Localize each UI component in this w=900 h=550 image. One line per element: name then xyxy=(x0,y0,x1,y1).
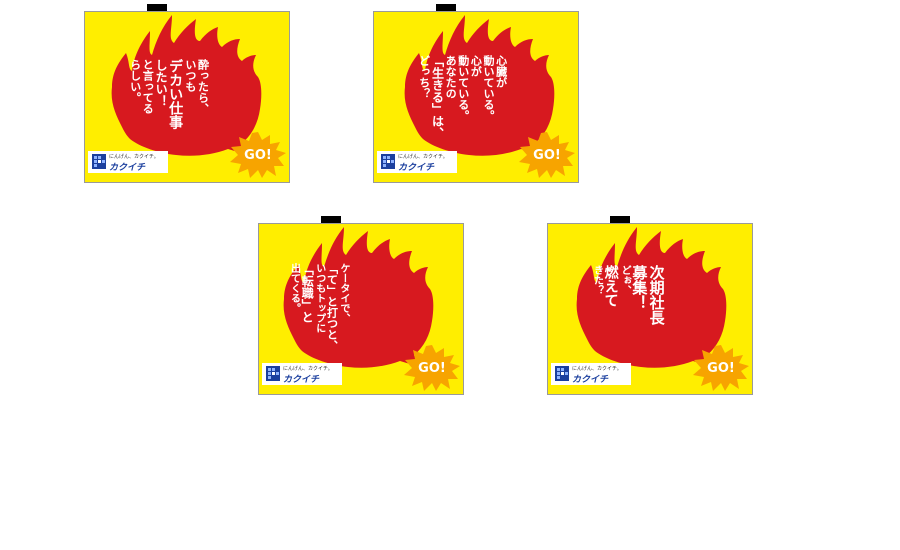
copy-line: 酔ったら、 xyxy=(196,59,210,114)
go-label: GO! xyxy=(244,147,272,163)
hanger-clip xyxy=(610,216,630,224)
copy-line: 次期社長 xyxy=(647,265,666,325)
poster-copy: 酔ったら、 いつも デカい仕事 したい！ と言ってる らしい。 xyxy=(128,59,210,171)
poster-card-1: 酔ったら、 いつも デカい仕事 したい！ と言ってる らしい。 GO! にんげん… xyxy=(84,4,290,183)
go-burst: GO! xyxy=(404,345,460,391)
copy-line: あなたの xyxy=(444,55,458,99)
copy-line: 動いている。 xyxy=(456,55,470,121)
logo-brand: カクイチ xyxy=(572,375,609,385)
company-logo: にんげん、カクイチ。 カクイチ xyxy=(551,363,631,385)
copy-line: 出てくる。 xyxy=(288,263,300,313)
go-label: GO! xyxy=(418,360,446,376)
logo-brand: カクイチ xyxy=(398,163,435,173)
logo-mark-icon xyxy=(266,366,280,381)
copy-line: 募集！ xyxy=(630,265,649,310)
poster-card-3: ケータイで、 「て」と打つと、 いつもトップに 「転職」と 出てくる。 GO! … xyxy=(258,216,464,395)
copy-line: いつも xyxy=(183,59,197,92)
company-logo: にんげん、カクイチ。 カクイチ xyxy=(88,151,168,173)
copy-line: デカい仕事 xyxy=(167,59,184,129)
copy-line: きた？ xyxy=(591,265,603,295)
poster-copy: 次期社長 募集！ どぉ、 燃えて きた？ xyxy=(591,265,666,375)
go-burst: GO! xyxy=(519,132,575,178)
copy-line: 心が xyxy=(469,55,483,77)
copy-line: 動いている。 xyxy=(482,55,495,121)
logo-mark-icon xyxy=(555,366,569,381)
copy-line: 「生きる」は、 xyxy=(430,55,445,139)
company-logo: にんげん、カクイチ。 カクイチ xyxy=(377,151,457,173)
copy-line: 心臓が xyxy=(494,55,508,88)
logo-tagline: にんげん、カクイチ。 xyxy=(398,154,448,160)
go-burst: GO! xyxy=(230,132,286,178)
copy-line: したい！ xyxy=(154,59,169,107)
copy-line: ケータイで、 xyxy=(337,263,349,323)
copy-line: 「て」と打つと、 xyxy=(325,263,339,351)
copy-line: 「転職」と xyxy=(300,263,315,323)
hanger-clip xyxy=(147,4,167,12)
hanger-clip xyxy=(436,4,456,12)
logo-tagline: にんげん、カクイチ。 xyxy=(283,366,333,372)
logo-tagline: にんげん、カクイチ。 xyxy=(572,366,622,372)
logo-mark-icon xyxy=(92,154,106,169)
go-label: GO! xyxy=(533,147,561,163)
logo-tagline: にんげん、カクイチ。 xyxy=(109,154,159,160)
poster-card-4: 次期社長 募集！ どぉ、 燃えて きた？ GO! にんげん、カクイチ。 カクイチ xyxy=(547,216,753,395)
poster-copy: ケータイで、 「て」と打つと、 いつもトップに 「転職」と 出てくる。 xyxy=(288,263,349,375)
logo-mark-icon xyxy=(381,154,395,169)
poster-copy: 心臓が 動いている。 心が 動いている。 あなたの 「生きる」は、 どっち？ xyxy=(417,55,508,165)
logo-brand: カクイチ xyxy=(283,375,320,385)
company-logo: にんげん、カクイチ。 カクイチ xyxy=(262,363,342,385)
go-label: GO! xyxy=(707,360,735,376)
copy-line: どぉ、 xyxy=(619,265,631,295)
copy-line: らしい。 xyxy=(128,59,142,103)
copy-line: と言ってる xyxy=(141,59,155,114)
go-burst: GO! xyxy=(693,345,749,391)
hanger-clip xyxy=(321,216,341,224)
copy-line: どっち？ xyxy=(417,55,431,99)
logo-brand: カクイチ xyxy=(109,163,146,173)
copy-line: いつもトップに xyxy=(313,263,325,333)
poster-card-2: 心臓が 動いている。 心が 動いている。 あなたの 「生きる」は、 どっち？ G… xyxy=(373,4,579,183)
copy-line: 燃えて xyxy=(602,265,619,307)
